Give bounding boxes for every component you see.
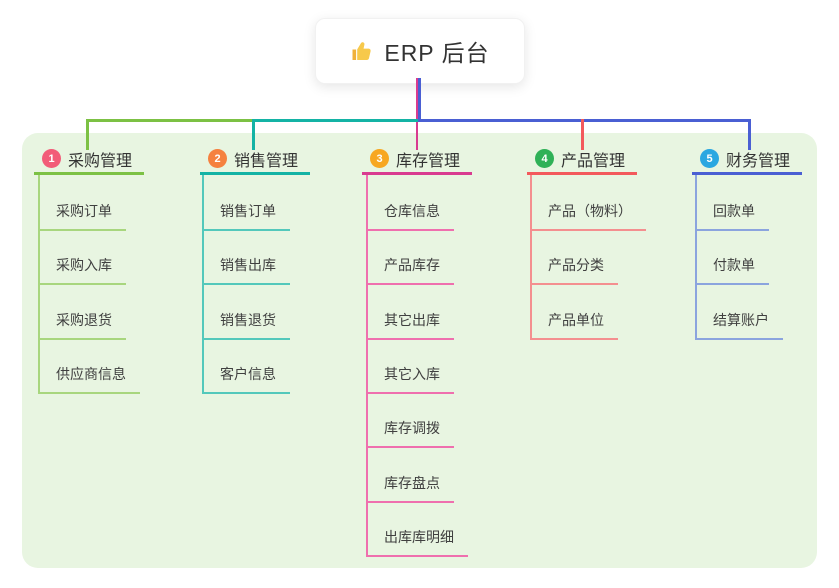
child-node-label: 采购入库 bbox=[56, 257, 112, 273]
child-node-label: 供应商信息 bbox=[56, 366, 126, 382]
child-node[interactable]: 采购入库 bbox=[38, 255, 126, 285]
edge-bus-branch-5 bbox=[418, 119, 751, 122]
child-node[interactable]: 采购订单 bbox=[38, 201, 126, 231]
child-node-label: 仓库信息 bbox=[384, 203, 440, 219]
child-node-label: 产品（物料） bbox=[548, 203, 632, 219]
child-node[interactable]: 产品分类 bbox=[530, 255, 618, 285]
child-node[interactable]: 库存调拨 bbox=[366, 418, 454, 448]
branch-node-2[interactable]: 2 销售管理 bbox=[200, 148, 311, 175]
child-node-label: 产品库存 bbox=[384, 257, 440, 273]
branch-title: 采购管理 bbox=[68, 152, 133, 170]
child-node[interactable]: 其它出库 bbox=[366, 310, 454, 340]
child-node[interactable]: 产品（物料） bbox=[530, 201, 646, 231]
child-node-label: 回款单 bbox=[713, 203, 755, 219]
root-node[interactable]: ERP 后台 bbox=[315, 18, 525, 84]
edge-bus-branch-1 bbox=[86, 119, 255, 122]
edge-drop-branch-4 bbox=[581, 119, 584, 150]
branch-number-badge: 4 bbox=[535, 149, 554, 168]
child-node[interactable]: 供应商信息 bbox=[38, 364, 140, 394]
root-title: ERP 后台 bbox=[384, 40, 490, 66]
child-node-label: 出库库明细 bbox=[384, 529, 454, 545]
child-node-label: 采购订单 bbox=[56, 203, 112, 219]
edge-drop-branch-1 bbox=[86, 119, 89, 150]
branch-title: 销售管理 bbox=[234, 152, 299, 170]
child-node-label: 产品分类 bbox=[548, 257, 604, 273]
thumbs-up-icon bbox=[350, 39, 374, 63]
child-node[interactable]: 产品库存 bbox=[366, 255, 454, 285]
mindmap-background-panel bbox=[22, 133, 817, 568]
child-node[interactable]: 其它入库 bbox=[366, 364, 454, 394]
child-node-label: 产品单位 bbox=[548, 312, 604, 328]
branch-title: 产品管理 bbox=[561, 152, 626, 170]
branch-number-badge: 3 bbox=[370, 149, 389, 168]
branch-title: 库存管理 bbox=[396, 152, 461, 170]
branch-node-1[interactable]: 1 采购管理 bbox=[34, 148, 145, 175]
branch-number-badge: 5 bbox=[700, 149, 719, 168]
child-node[interactable]: 销售退货 bbox=[202, 310, 290, 340]
child-node[interactable]: 结算账户 bbox=[695, 310, 783, 340]
edge-drop-branch-2 bbox=[252, 119, 255, 150]
child-node[interactable]: 客户信息 bbox=[202, 364, 290, 394]
child-node[interactable]: 销售出库 bbox=[202, 255, 290, 285]
child-node[interactable]: 仓库信息 bbox=[366, 201, 454, 231]
child-node-label: 销售出库 bbox=[220, 257, 276, 273]
child-node[interactable]: 出库库明细 bbox=[366, 527, 468, 557]
branch-spine-line bbox=[530, 175, 532, 339]
branch-number-badge: 1 bbox=[42, 149, 61, 168]
edge-root-stem bbox=[418, 78, 421, 122]
child-node[interactable]: 回款单 bbox=[695, 201, 769, 231]
branch-node-4[interactable]: 4 产品管理 bbox=[527, 148, 638, 175]
child-node-label: 库存盘点 bbox=[384, 475, 440, 491]
edge-bus-branch-2 bbox=[255, 119, 418, 122]
child-node[interactable]: 库存盘点 bbox=[366, 473, 454, 503]
child-node-label: 付款单 bbox=[713, 257, 755, 273]
child-node-label: 销售订单 bbox=[220, 203, 276, 219]
branch-spine-line bbox=[366, 175, 368, 556]
branch-node-3[interactable]: 3 库存管理 bbox=[362, 148, 473, 175]
edge-drop-branch-5 bbox=[748, 119, 751, 150]
child-node-label: 其它出库 bbox=[384, 312, 440, 328]
branch-spine-line bbox=[695, 175, 697, 339]
child-node-label: 销售退货 bbox=[220, 312, 276, 328]
child-node[interactable]: 销售订单 bbox=[202, 201, 290, 231]
edge-stem-branch-3 bbox=[416, 78, 418, 150]
branch-node-5[interactable]: 5 财务管理 bbox=[692, 148, 803, 175]
child-node[interactable]: 付款单 bbox=[695, 255, 769, 285]
child-node-label: 结算账户 bbox=[713, 312, 769, 328]
child-node-label: 库存调拨 bbox=[384, 420, 440, 436]
branch-number-badge: 2 bbox=[208, 149, 227, 168]
child-node-label: 采购退货 bbox=[56, 312, 112, 328]
child-node-label: 其它入库 bbox=[384, 366, 440, 382]
branch-title: 财务管理 bbox=[726, 152, 791, 170]
child-node[interactable]: 产品单位 bbox=[530, 310, 618, 340]
child-node[interactable]: 采购退货 bbox=[38, 310, 126, 340]
child-node-label: 客户信息 bbox=[220, 366, 276, 382]
